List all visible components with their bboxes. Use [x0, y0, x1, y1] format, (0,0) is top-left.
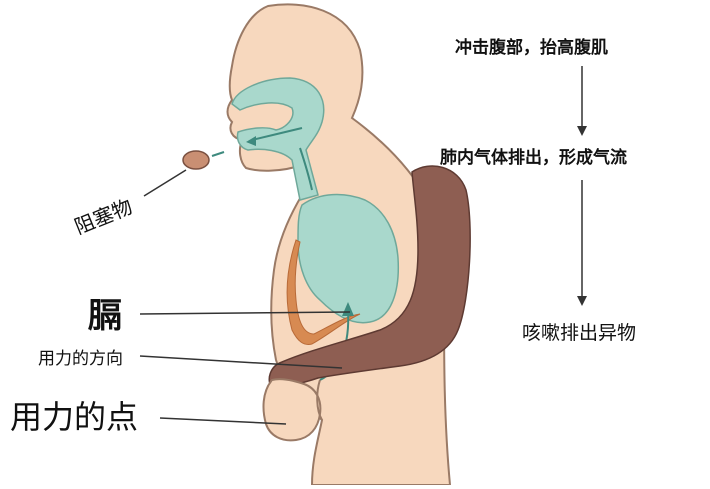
diaphragm-label: 膈 [88, 296, 122, 336]
diaphragm-shape [286, 239, 361, 345]
forearm-hand [316, 379, 323, 421]
force-direction-label: 用力的方向 [38, 349, 123, 369]
obstruction-object [182, 150, 210, 170]
step-arrowhead-2 [577, 296, 587, 306]
diaphragm-pointer [139, 311, 351, 315]
point-pointer [159, 417, 287, 425]
step-1-label: 冲击腹部，抬高腹肌 [455, 38, 608, 58]
step-2-label: 肺内气体排出，形成气流 [440, 148, 627, 168]
cough-arrow [211, 151, 225, 157]
obstruction-pointer [143, 169, 187, 197]
airflow-arrowhead-upper [246, 136, 256, 146]
airflow-arrow-upper [251, 127, 303, 141]
step-3-label: 咳嗽排出异物 [522, 322, 637, 344]
airflow-arrow-trachea [299, 147, 313, 191]
fist [262, 378, 322, 442]
airway [231, 77, 325, 201]
force-point-label: 用力的点 [10, 398, 139, 436]
direction-pointer [139, 355, 343, 369]
step-arrowhead-1 [577, 126, 587, 136]
